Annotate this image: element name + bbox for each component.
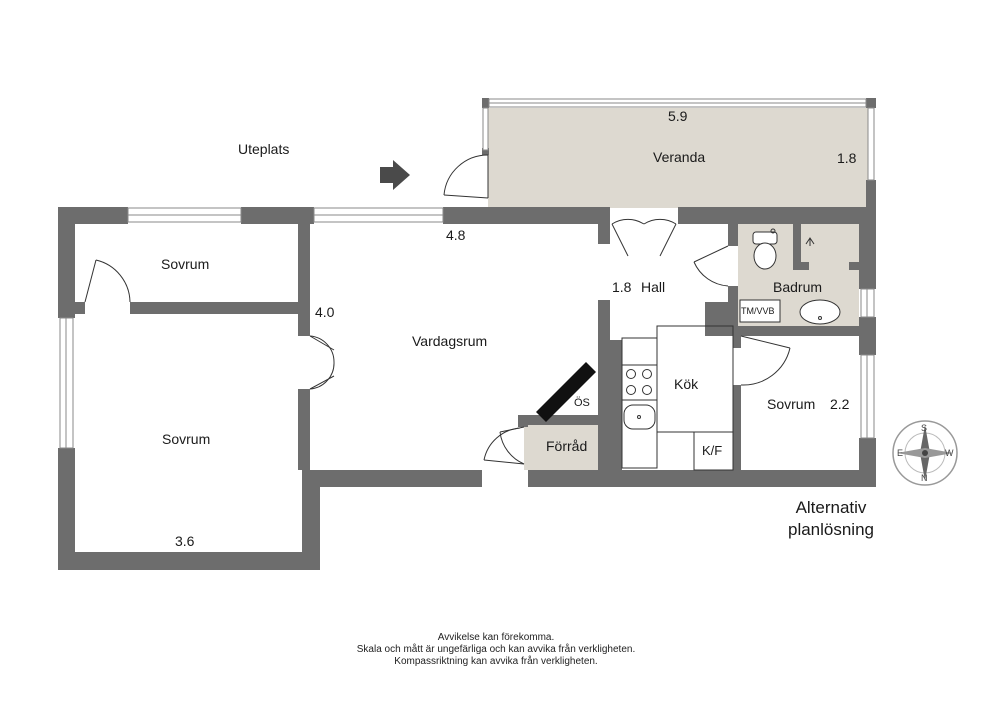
disclaimer-line-2: Skala och mått är ungefärliga och kan av…: [356, 644, 636, 655]
compass-w-label: W: [945, 448, 954, 458]
caption-line-1: Alternativ: [795, 498, 867, 517]
vardagsrum-width-label: 4.8: [446, 227, 466, 243]
toilet-tank: [752, 231, 778, 245]
kitchen: [621, 325, 734, 471]
badrum-label: Badrum: [773, 279, 823, 295]
tm-vvb-label: TM/VVB: [741, 306, 775, 316]
uteplats-label: Uteplats: [238, 141, 290, 157]
veranda-window-left: [482, 107, 489, 151]
veranda-width-label: 5.9: [668, 108, 688, 124]
plan-caption: Alternativ planlösning: [776, 497, 886, 541]
disclaimer-line-3: Kompassriktning kan avvika från verkligh…: [394, 656, 598, 667]
hall-label: Hall: [641, 279, 666, 295]
sovrum-right-label: Sovrum: [767, 396, 816, 412]
compass-e-label: E: [897, 448, 904, 458]
disclaimer-line-1: Avvikelse kan förekomma.: [437, 632, 555, 643]
caption-line-2: planlösning: [787, 520, 874, 539]
doors: [84, 154, 791, 465]
hall-dim-label: 1.8: [612, 279, 632, 295]
compass-s-label: N: [921, 473, 928, 483]
kok-label: Kök: [674, 376, 699, 392]
compass-icon: [892, 420, 958, 486]
oven-bench: [536, 362, 596, 422]
bathroom-fixtures: [739, 228, 841, 325]
basin: [799, 299, 841, 325]
sink: [623, 404, 656, 430]
os-label: ÖS: [574, 397, 590, 409]
shower-icon: [805, 237, 815, 246]
veranda-floor: [488, 108, 868, 208]
stove: [621, 364, 658, 401]
compass-n-label: S: [921, 423, 928, 433]
sovrum-left-label: Sovrum: [162, 431, 211, 447]
vardagsrum-depth-label: 4.0: [315, 304, 335, 320]
kf-label: K/F: [702, 443, 723, 458]
fridge: [693, 431, 734, 471]
toilet-bowl: [753, 242, 777, 270]
disclaimer: Avvikelse kan förekomma. Skala och mått …: [296, 632, 696, 668]
veranda-window-right: [867, 107, 875, 181]
walls: [58, 98, 876, 570]
sovrum-left-dim-label: 3.6: [175, 533, 195, 549]
veranda-depth-label: 1.8: [837, 150, 857, 166]
sovrum-right-dim-label: 2.2: [830, 396, 850, 412]
forrad-label: Förråd: [546, 438, 588, 454]
sovrum-top-label: Sovrum: [161, 256, 210, 272]
kitchen-counter: [621, 337, 658, 469]
vardagsrum-label: Vardagsrum: [412, 333, 488, 349]
tm-vvb-box: [739, 299, 781, 323]
veranda-label: Veranda: [653, 149, 706, 165]
entrance-arrow-icon: [380, 160, 410, 190]
